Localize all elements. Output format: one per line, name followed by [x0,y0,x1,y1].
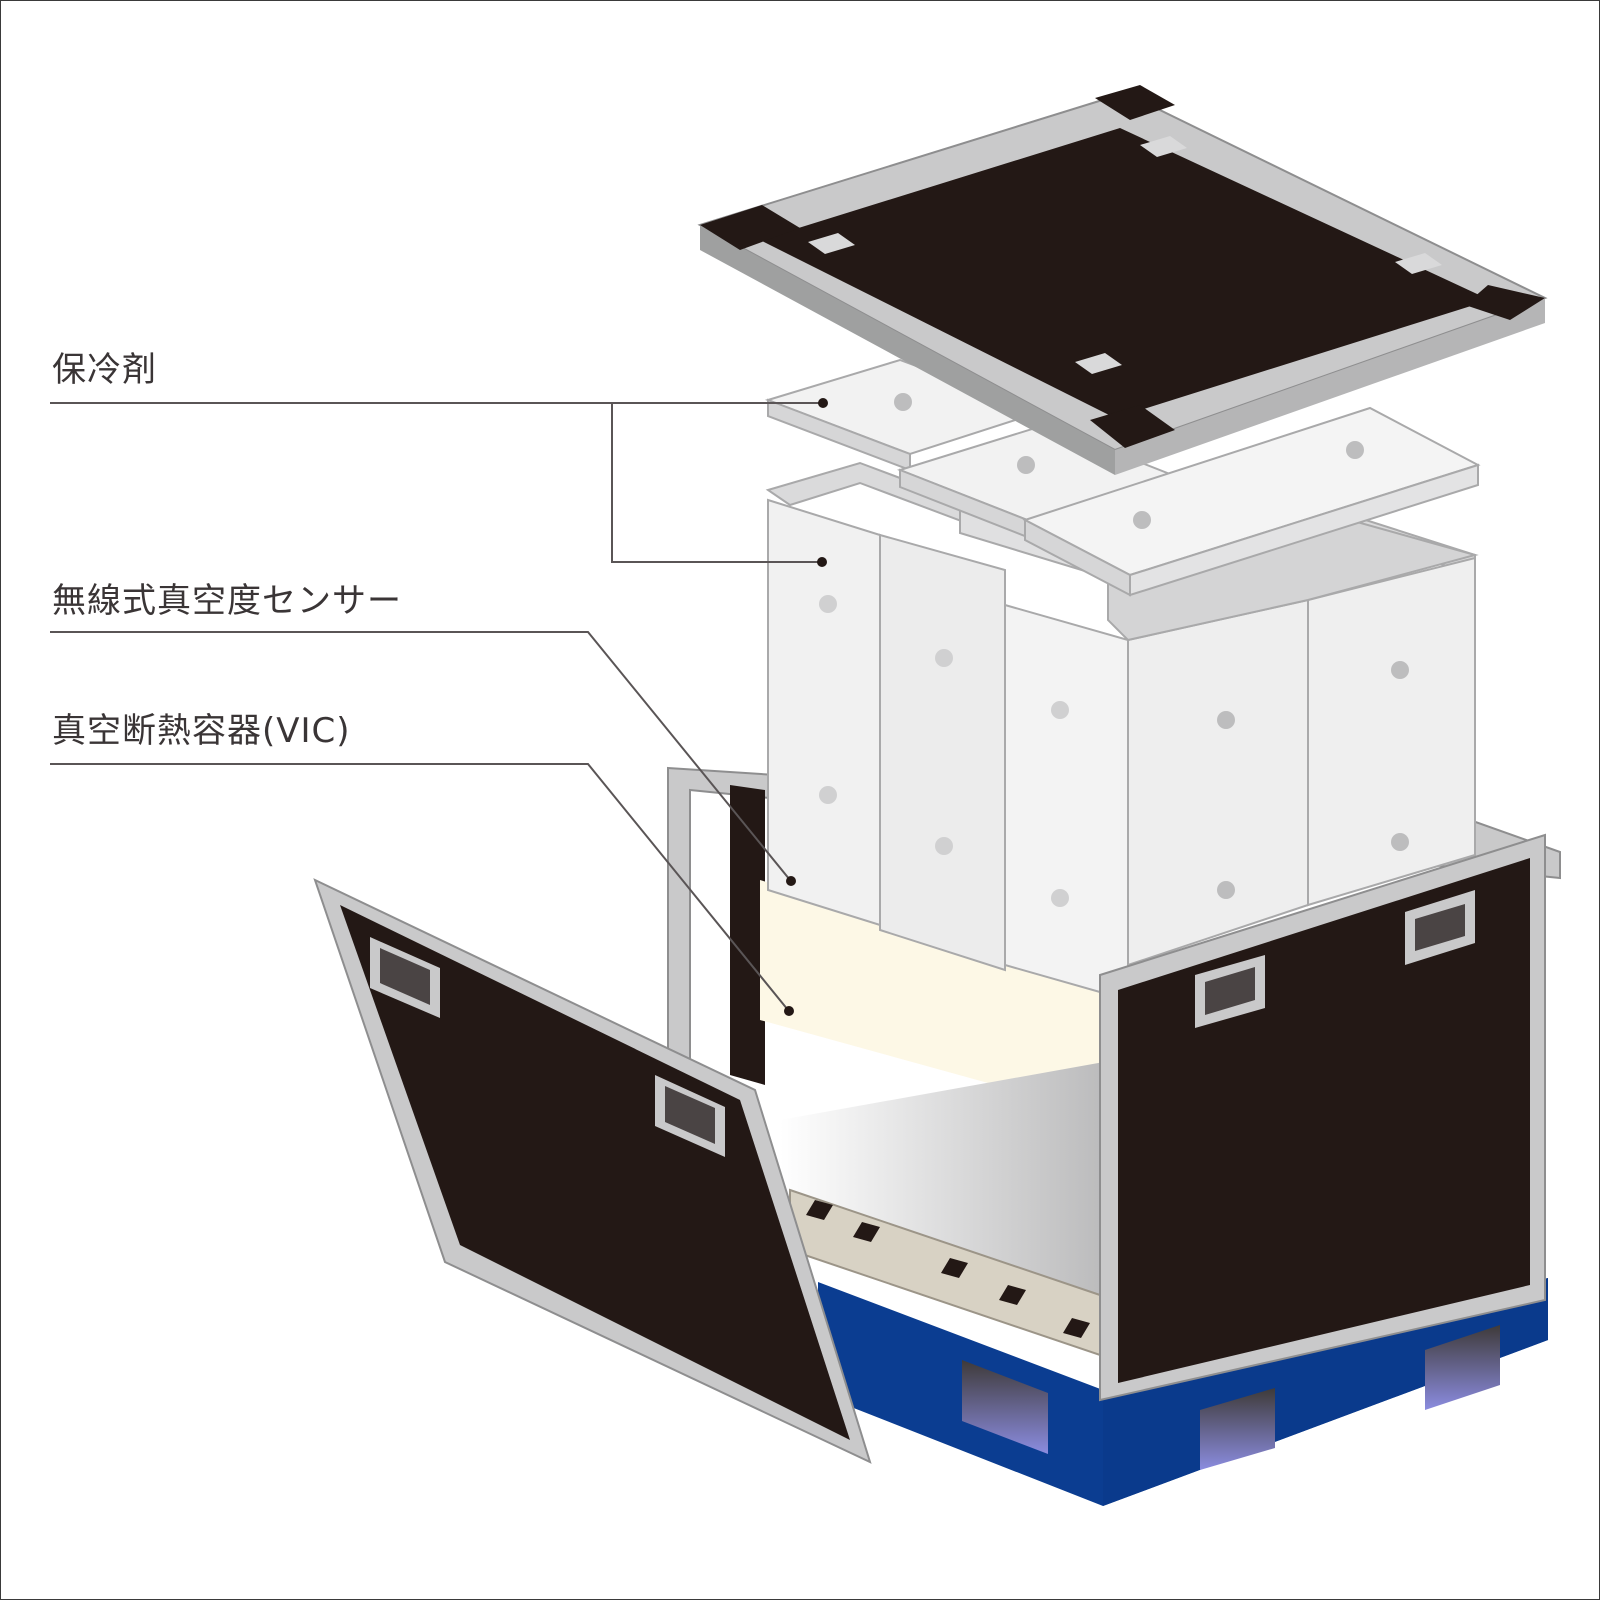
label-coolant: 保冷剤 [52,350,157,390]
pallet-slot [1425,1325,1500,1410]
coolant-plate-dots [894,393,1364,529]
pallet-slot [1200,1388,1275,1470]
floor-slats [806,1200,1090,1338]
label-vic: 真空断熱容器(VIC) [52,711,351,751]
case-lid [697,85,1548,475]
pallet-slot [962,1360,1048,1454]
case-front-wall [1099,833,1546,1402]
case-door [313,878,872,1464]
vic-panel [1127,598,1309,967]
label-sensor: 無線式真空度センサー [52,581,402,621]
leader-lines [50,402,822,1011]
leader-dots [784,398,828,1016]
vic-panel [1307,556,1476,907]
vic-panel-dots [819,595,1409,907]
vic-panels [765,461,1479,1002]
vic-panel [1004,603,1129,1002]
coolant-plates [764,358,1481,597]
vic-panel [879,533,1006,972]
